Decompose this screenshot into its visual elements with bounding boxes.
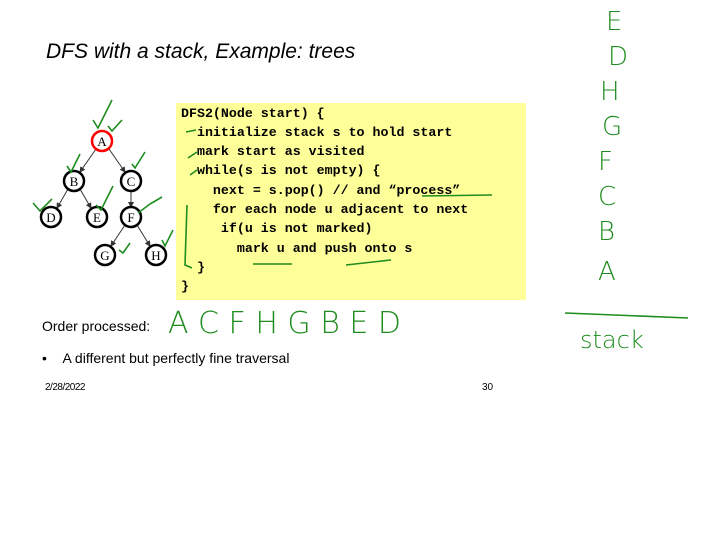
code-line: initialize stack s to hold start	[181, 125, 453, 140]
stack-entry: E	[606, 7, 622, 37]
underline-mark	[345, 259, 392, 266]
bullet-icon: •	[42, 350, 63, 366]
node-label: D	[46, 210, 55, 225]
check-mark-icon	[137, 196, 163, 214]
check-mark-icon	[107, 119, 123, 133]
code-line: mark u and push onto s	[181, 241, 413, 256]
tree-edge	[110, 224, 126, 247]
tree-node-h	[144, 243, 168, 267]
tree-edge	[136, 224, 151, 247]
slide-date: 2/28/2022	[45, 382, 86, 393]
tree-node-d	[39, 205, 63, 229]
ink-mark	[189, 169, 198, 176]
tree-node-f	[119, 205, 143, 229]
tree-node-c	[119, 169, 143, 193]
slide-title: DFS with a stack, Example: trees	[46, 40, 356, 63]
ink-mark	[187, 151, 198, 159]
check-mark-icon	[131, 151, 146, 170]
stack-entry: F	[598, 147, 613, 177]
underline-mark	[421, 194, 493, 197]
bullet-text: A different but perfectly fine traversal	[62, 350, 290, 366]
check-mark-icon	[118, 242, 131, 255]
node-label: F	[127, 210, 134, 225]
stack-entry: B	[598, 217, 615, 247]
check-mark-icon	[92, 99, 113, 130]
stack-entry: D	[608, 42, 628, 72]
node-label: E	[93, 210, 101, 225]
pseudocode-box: DFS2(Node start) { initialize stack s to…	[176, 103, 526, 300]
tree-node-b	[62, 169, 86, 193]
tree-edge	[79, 188, 92, 209]
check-mark-icon	[66, 153, 81, 174]
node-label: B	[70, 174, 79, 189]
stack-entry: C	[598, 182, 616, 212]
stack-entry: G	[602, 112, 622, 142]
tree-edge	[79, 148, 97, 173]
code-line: while(s is not empty) {	[181, 163, 381, 178]
code-line: next = s.pop() // and “process”	[181, 183, 461, 198]
code-line: mark start as visited	[181, 144, 365, 159]
code-line: DFS2(Node start) {	[181, 106, 325, 121]
stack-entry: H	[600, 77, 620, 107]
code-line: for each node u adjacent to next	[181, 202, 469, 217]
order-processed-label: Order processed:	[42, 318, 151, 334]
code-line: }	[181, 260, 205, 275]
tree-edge	[108, 148, 126, 173]
check-mark-icon	[161, 229, 174, 248]
code-line: if(u is not marked)	[181, 221, 373, 236]
tree-edge	[56, 188, 69, 209]
node-label: C	[127, 174, 136, 189]
loop-bracket-mark	[184, 204, 193, 269]
bullet-item: • A different but perfectly fine travers…	[42, 350, 289, 366]
check-mark-icon	[32, 198, 53, 213]
slide-number: 30	[482, 382, 494, 393]
tree-node-a	[90, 129, 114, 153]
code-line: }	[181, 279, 189, 294]
node-label: A	[97, 134, 107, 149]
stack-label: stack	[580, 326, 644, 354]
stack-base-line	[564, 312, 689, 319]
tree-node-g	[93, 243, 117, 267]
node-label: H	[151, 248, 160, 263]
node-label: G	[100, 248, 109, 263]
check-mark-icon	[95, 185, 114, 212]
ink-mark	[185, 129, 197, 133]
stack-entry: A	[598, 257, 616, 287]
handwritten-order: A C F H G B E D	[168, 306, 401, 341]
